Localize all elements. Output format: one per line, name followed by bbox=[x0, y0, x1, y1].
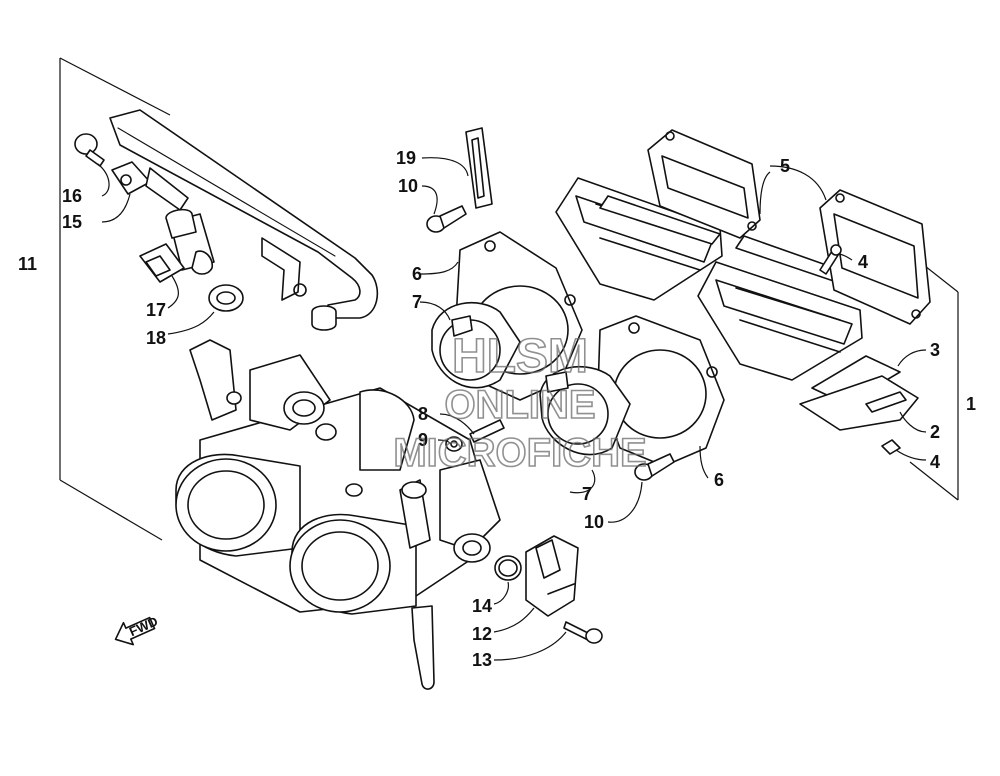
throttle-position-sensor bbox=[525, 535, 579, 617]
watermark-line-1: HLSM bbox=[452, 330, 588, 383]
intake-boot-upper bbox=[431, 231, 583, 401]
intake-boot-lower bbox=[539, 315, 725, 467]
label-part-4-lower: 4 bbox=[930, 452, 940, 472]
fuel-rail bbox=[109, 109, 379, 331]
fwd-arrow-icon: FWD bbox=[114, 613, 160, 646]
label-part-10-lower: 10 bbox=[584, 512, 604, 532]
label-part-2: 2 bbox=[930, 422, 940, 442]
reed-valve-upper bbox=[555, 177, 723, 301]
label-part-1: 1 bbox=[966, 394, 976, 414]
watermark-line-2: ONLINE bbox=[444, 383, 595, 427]
leader-lines bbox=[97, 157, 927, 661]
o-ring-14 bbox=[494, 555, 522, 581]
watermark: HLSM ONLINE MICROFICHE bbox=[393, 329, 648, 476]
reed-valve-lower bbox=[697, 261, 863, 381]
fwd-arrow-text: FWD bbox=[127, 613, 160, 639]
reed-holder-2 bbox=[799, 375, 919, 431]
screw-8 bbox=[469, 419, 505, 443]
screw-4-upper bbox=[819, 244, 842, 275]
screw-10-lower bbox=[634, 453, 675, 481]
screw-10-upper bbox=[426, 205, 467, 233]
label-part-8: 8 bbox=[418, 404, 428, 424]
gasket-5-upper bbox=[647, 129, 761, 239]
label-part-9: 9 bbox=[418, 430, 428, 450]
gasket-5-lower bbox=[819, 189, 931, 325]
label-part-13: 13 bbox=[472, 650, 492, 670]
reed-petals-upper bbox=[599, 195, 721, 245]
group-bracket-11 bbox=[59, 57, 171, 541]
label-part-17: 17 bbox=[146, 300, 166, 320]
label-part-4-upper: 4 bbox=[858, 252, 868, 272]
label-part-15: 15 bbox=[62, 212, 82, 232]
o-ring-18 bbox=[208, 284, 244, 312]
fuel-injector bbox=[139, 208, 215, 283]
clamp-strap-19 bbox=[465, 127, 493, 209]
screw-4-lower bbox=[881, 439, 901, 455]
label-part-16: 16 bbox=[62, 186, 82, 206]
screw-13 bbox=[563, 621, 603, 644]
label-part-6-upper: 6 bbox=[412, 264, 422, 284]
label-part-3: 3 bbox=[930, 340, 940, 360]
label-part-12: 12 bbox=[472, 624, 492, 644]
label-part-11: 11 bbox=[18, 254, 37, 274]
label-part-14: 14 bbox=[472, 596, 492, 616]
bolt-16 bbox=[74, 133, 105, 167]
label-part-18: 18 bbox=[146, 328, 166, 348]
label-part-5: 5 bbox=[780, 156, 790, 176]
label-part-7-upper: 7 bbox=[412, 292, 422, 312]
label-part-7-lower: 7 bbox=[582, 484, 592, 504]
label-part-6-lower: 6 bbox=[714, 470, 724, 490]
throttle-body bbox=[175, 339, 501, 690]
watermark-line-3: MICROFICHE bbox=[393, 431, 646, 475]
washer-9 bbox=[445, 436, 463, 452]
label-part-10-upper: 10 bbox=[398, 176, 418, 196]
label-part-19: 19 bbox=[396, 148, 416, 168]
